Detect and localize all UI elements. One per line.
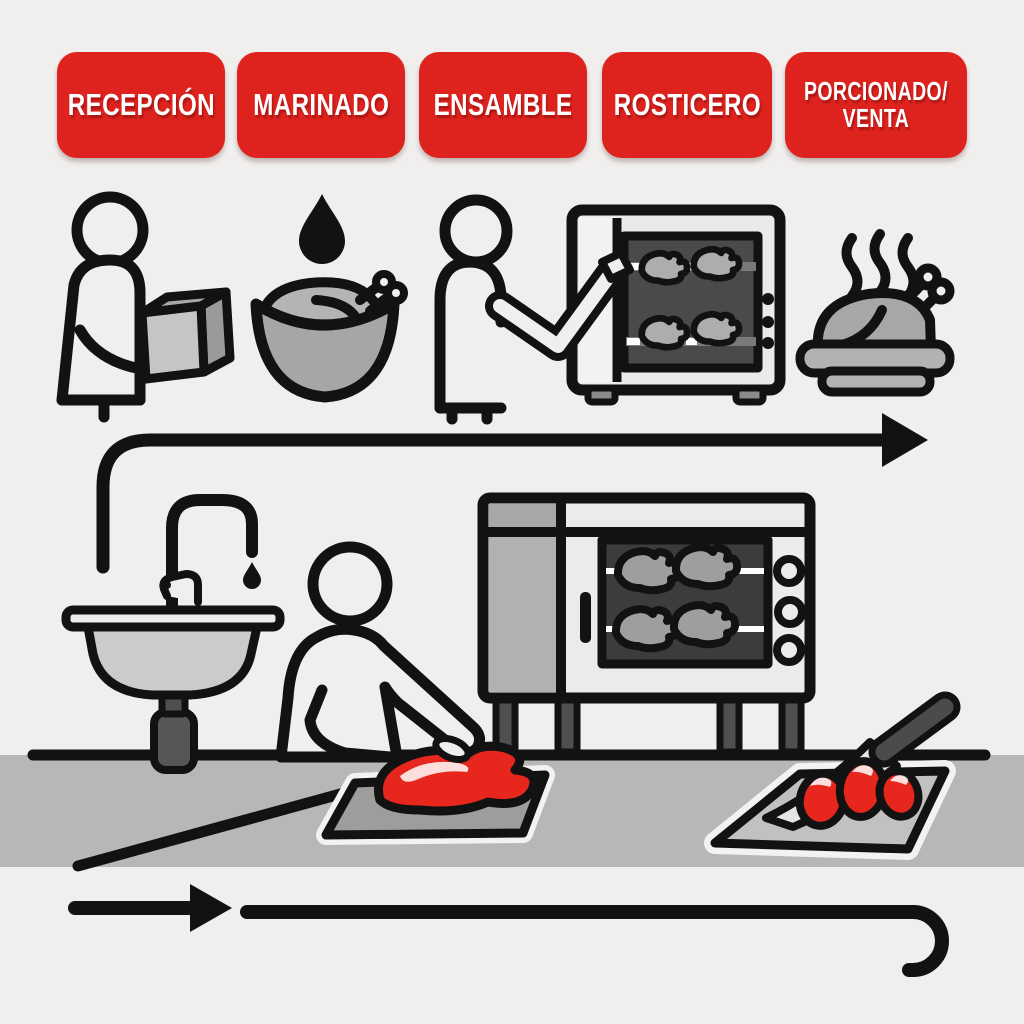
cardboard-box-icon [137, 287, 235, 384]
stage-banner-marinado: MARINADO [237, 52, 405, 158]
stage-banner-ensamble: ENSAMBLE [419, 52, 587, 158]
marinating-bowl-chicken-icon [250, 270, 408, 403]
worker-loading-oven-icon [434, 194, 634, 425]
stage-label-marinado: MARINADO [252, 86, 390, 122]
marinade-drip-icon [299, 194, 345, 264]
hooked-flow-line-icon [240, 905, 950, 977]
worker-carrying-box-icon [56, 191, 235, 423]
worker-handling-raw-chicken-icon [275, 541, 486, 763]
meat-portions [795, 757, 923, 830]
cutting-board-knife-meat-icon [704, 691, 961, 860]
stage-label-rosticero: ROSTICERO [613, 86, 761, 122]
flow-arrow-right-icon [96, 413, 928, 574]
stage-banner-rosticero: ROSTICERO [602, 52, 772, 158]
stage-label-ensamble: ENSAMBLE [433, 86, 573, 122]
short-flow-arrow-icon [68, 884, 232, 932]
counter-diagonal-line [72, 782, 368, 872]
hot-roasted-chicken-platter-icon [795, 229, 955, 397]
stage-banner-porcionado-venta: PORCIONADO/ VENTA [785, 52, 967, 158]
large-rotisserie-oven-icon [477, 492, 816, 756]
handwash-sink-icon [61, 494, 285, 774]
stage-label-porcionado-venta: PORCIONADO/ VENTA [804, 75, 948, 133]
stage-label-recepcion: RECEPCIÓN [67, 86, 215, 122]
raw-chicken-tray-icon [316, 735, 555, 845]
stage-banner-recepcion: RECEPCIÓN [57, 52, 225, 158]
